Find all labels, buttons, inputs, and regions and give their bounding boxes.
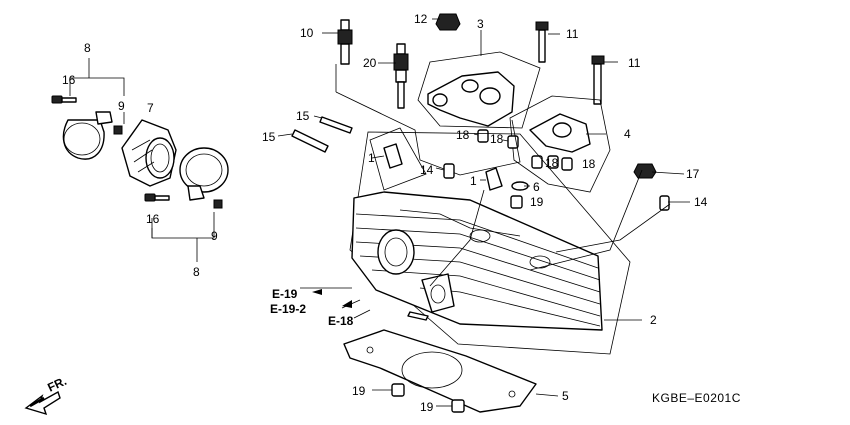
rocker-holder-4 [509,95,611,193]
bolt-11-upper [535,21,549,63]
label-14-a: 14 [420,163,434,177]
label-9-upper: 9 [118,99,125,113]
dowel-18-e [547,155,559,169]
label-5: 5 [562,389,569,403]
label-19-c: 19 [420,400,434,414]
bolt-16-upper [51,95,77,104]
label-19-a: 19 [530,195,544,209]
label-16-upper: 16 [62,73,76,87]
label-20: 20 [363,56,377,70]
clamp-lower [179,147,229,201]
stud-15-lower [291,129,329,153]
label-11-lower: 11 [628,56,641,70]
label-4: 4 [624,127,631,141]
dowel-18-a [477,129,489,143]
cap-nut-12 [435,13,461,31]
label-8-upper: 8 [84,41,91,55]
head-gasket-5 [343,329,537,413]
label-15-upper: 15 [296,109,310,123]
nut-9-lower [213,199,223,209]
ref-e192-arrow [342,300,352,308]
spark-plug-10 [337,19,353,65]
valve-guide-1a [383,143,403,169]
label-18-c: 18 [545,156,559,170]
label-8-lower: 8 [193,265,200,279]
ref-e19: E-19 [272,287,298,301]
diagram-code: KGBE–E0201C [652,391,741,405]
nut-9-upper [113,125,123,135]
label-1-b: 1 [470,174,477,188]
stud-15-upper [319,116,353,134]
label-15-lower: 15 [262,130,276,144]
bolt-16-lower [144,193,170,202]
rocker-holder-3 [417,51,541,129]
valve-guide-1b [485,167,503,191]
dowel-19-a [510,195,523,209]
cap-nut-17 [633,163,657,179]
label-6: 6 [533,180,540,194]
label-3: 3 [477,17,484,31]
label-2: 2 [650,313,657,327]
label-14-b: 14 [694,195,708,209]
label-19-b: 19 [352,384,366,398]
clamp-upper [62,111,113,160]
ref-e18: E-18 [328,314,354,328]
front-direction-arrow [24,390,61,416]
ref-e192: E-19-2 [270,302,306,316]
insulator-7 [121,119,177,187]
label-18-d: 18 [582,157,596,171]
label-10: 10 [300,26,314,40]
seal-14-a [443,163,455,179]
label-12: 12 [414,12,428,26]
label-16-lower: 16 [146,212,160,226]
front-direction-label: FR. [45,374,68,395]
label-9-lower: 9 [211,229,218,243]
bolt-11-lower [591,55,605,105]
label-18-a: 18 [456,128,470,142]
ref-e19-arrow [312,289,322,295]
dowel-19-b [391,383,405,397]
dowel-18-d [561,157,573,171]
label-11-upper: 11 [566,27,579,41]
label-17: 17 [686,167,700,181]
dowel-18-c [531,155,543,169]
label-7: 7 [147,101,154,115]
label-18-b: 18 [490,132,504,146]
label-1-a: 1 [368,151,375,165]
dowel-19-c [451,399,465,413]
spark-plug-20 [393,43,409,109]
cylinder-head-2 [349,131,631,355]
